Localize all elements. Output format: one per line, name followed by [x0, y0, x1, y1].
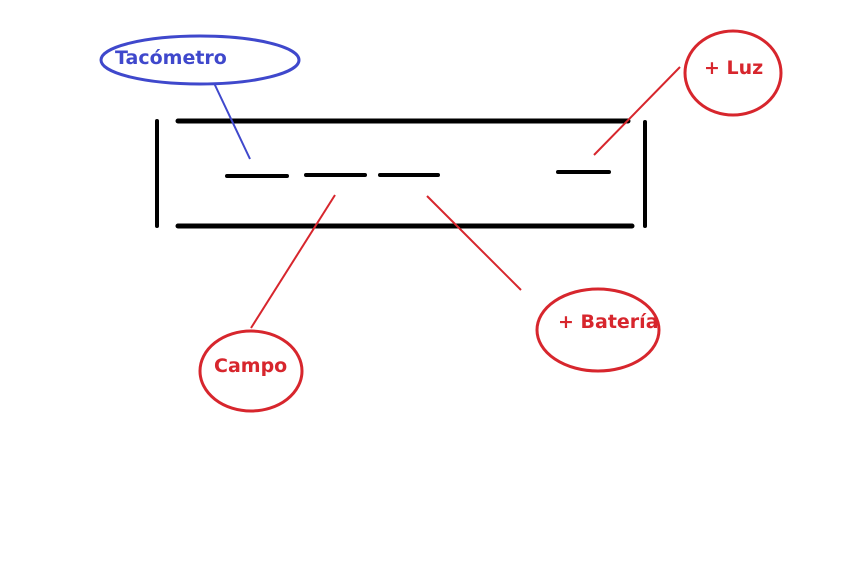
campo-ellipse [198, 329, 304, 413]
connector-housing [155, 118, 647, 229]
callout-campo: Campo [198, 194, 336, 413]
callout-tacometro: Tacómetro [99, 34, 301, 160]
tacometro-leader-line [213, 82, 251, 160]
luz-leader-line [593, 66, 681, 156]
callout-luz: + Luz [593, 29, 783, 156]
tacometro-label: Tacómetro [115, 47, 227, 69]
luz-ellipse [683, 29, 783, 117]
callout-bateria: + Batería [426, 195, 661, 373]
bateria-ellipse [535, 287, 661, 373]
campo-label: Campo [214, 355, 287, 377]
campo-leader-line [250, 194, 336, 329]
bateria-label: + Batería [558, 311, 659, 333]
tacometro-ellipse [99, 34, 301, 86]
luz-label: + Luz [704, 57, 763, 79]
bateria-leader-line [426, 195, 522, 291]
terminals [225, 170, 611, 178]
